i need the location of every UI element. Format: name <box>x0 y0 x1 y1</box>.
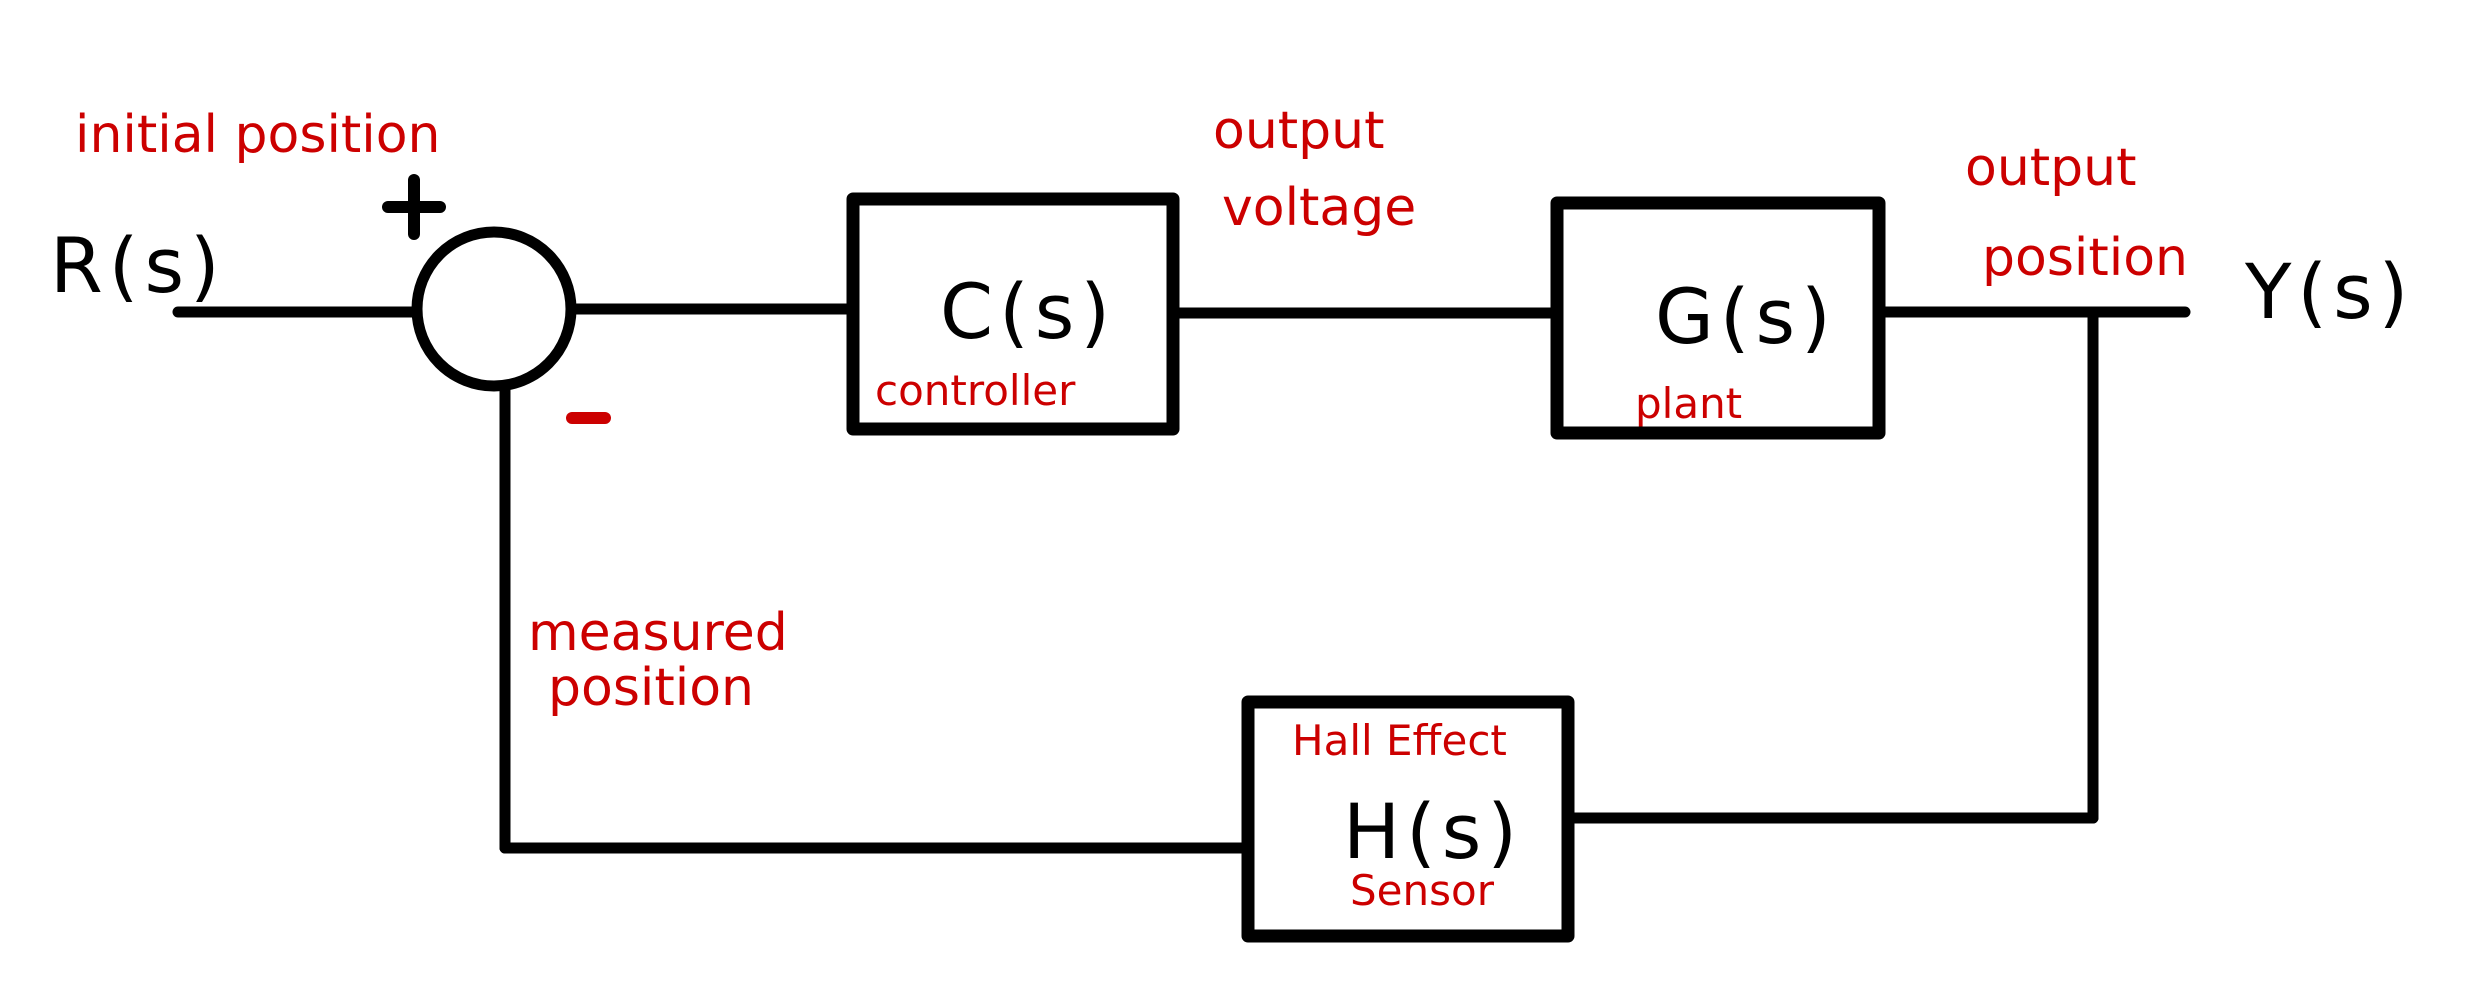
sensor-annotation-top: Hall Effect <box>1292 716 1507 765</box>
controller-tf-label: C(s) <box>940 267 1116 356</box>
output-voltage-annotation-line1: output <box>1213 101 1385 161</box>
summing-junction <box>411 226 577 392</box>
input-signal-label: R(s) <box>50 221 226 310</box>
plant-annotation: plant <box>1635 379 1742 428</box>
output-position-annotation-line1: output <box>1965 138 2137 198</box>
output-position-annotation-line2: position <box>1982 228 2188 288</box>
plant-block <box>1550 196 1886 440</box>
measured-position-annotation-line2: position <box>548 658 754 718</box>
output-voltage-annotation-line2: voltage <box>1222 178 1416 238</box>
sensor-block <box>1241 695 1575 943</box>
controller-block <box>846 192 1180 436</box>
controller-annotation: controller <box>875 366 1076 415</box>
output-signal-label: Y(s) <box>2244 247 2414 336</box>
sensor-annotation-bottom: Sensor <box>1350 866 1495 915</box>
initial-position-annotation: initial position <box>75 105 441 165</box>
sensor-tf-label: H(s) <box>1343 787 1523 876</box>
measured-position-annotation-line1: measured <box>528 603 788 663</box>
plant-tf-label: G(s) <box>1655 272 1837 361</box>
